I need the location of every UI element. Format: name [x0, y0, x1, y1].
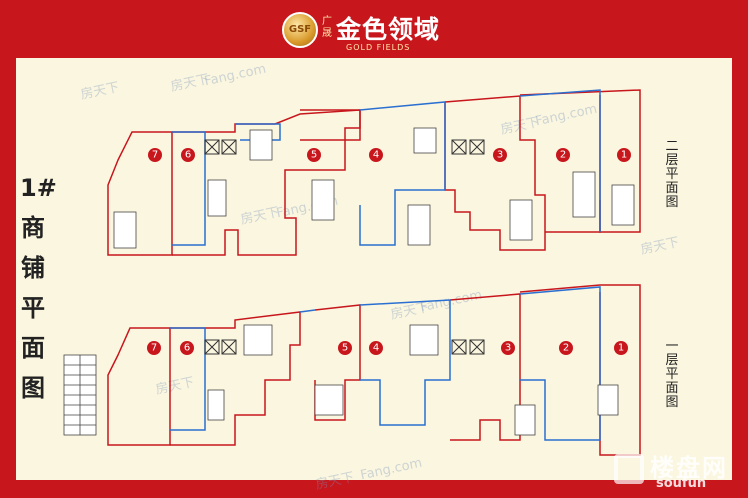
logo-english: GOLD FIELDS [346, 43, 411, 52]
unit-number-2: 2 [560, 150, 566, 161]
side-title-char: 面 [21, 334, 45, 362]
upper-wall-red-3 [444, 95, 601, 251]
lower-escalator [63, 354, 97, 436]
lower-unit-badges: 7 6 5 4 3 2 1 [147, 341, 628, 355]
unit-number-2: 2 [563, 343, 569, 354]
unit-badge-2 [556, 148, 570, 162]
unit-number-7: 7 [152, 150, 158, 161]
upper-elevators [204, 139, 485, 155]
unit-number-5: 5 [311, 150, 317, 161]
unit-number-6: 6 [184, 343, 190, 354]
unit-number-7: 7 [151, 343, 157, 354]
side-title-char: 铺 [21, 254, 45, 282]
unit-number-3: 3 [497, 150, 503, 161]
side-title-char: 平 [21, 294, 45, 322]
unit-number-5: 5 [342, 343, 348, 354]
floor-label-upper: 二层平面图 [665, 139, 679, 210]
logo-badge-icon: GSF [282, 12, 318, 48]
unit-number-4: 4 [373, 343, 379, 354]
lower-stairs [207, 324, 619, 436]
unit-number-6: 6 [185, 150, 191, 161]
header-band [0, 0, 748, 58]
brand-name: 楼盘网 [650, 454, 728, 482]
unit-badge-6 [181, 148, 195, 162]
unit-badge-4 [369, 341, 383, 355]
unit-badge-3 [493, 148, 507, 162]
unit-badge-3 [501, 341, 515, 355]
lower-elevators [204, 339, 485, 355]
upper-unit-badges: 7 6 5 4 3 2 1 [148, 148, 631, 162]
unit-badge-5 [307, 148, 321, 162]
lower-floor-plan [63, 284, 641, 456]
unit-badge-1 [614, 341, 628, 355]
side-title-char: 图 [21, 374, 45, 402]
unit-number-4: 4 [373, 150, 379, 161]
upper-stairs [113, 127, 635, 249]
unit-badge-7 [148, 148, 162, 162]
unit-number-1: 1 [618, 343, 624, 354]
unit-badge-7 [147, 341, 161, 355]
unit-number-3: 3 [505, 343, 511, 354]
unit-badge-5 [338, 341, 352, 355]
logo-title: 金色领域 [336, 15, 441, 44]
brand-domain: soufun [656, 476, 707, 491]
unit-number-1: 1 [621, 150, 627, 161]
lower-outline-blue [170, 286, 601, 441]
upper-outline-blue [172, 89, 601, 246]
unit-badge-6 [180, 341, 194, 355]
side-title-char: 商 [21, 214, 45, 242]
brand-corner: 楼盘网 soufun [610, 450, 742, 492]
floor-label-lower: 一层平面图 [665, 339, 679, 410]
house-logo-icon [614, 454, 644, 484]
upper-outline-red [107, 89, 641, 256]
unit-badge-4 [369, 148, 383, 162]
logo-sub: 广晟 [322, 16, 332, 39]
lower-wall-red-2 [170, 293, 521, 446]
upper-floor-plan [107, 89, 641, 256]
unit-badge-1 [617, 148, 631, 162]
logo: GSF 广晟 金色领域 GOLD FIELDS [282, 6, 482, 54]
unit-badge-2 [559, 341, 573, 355]
